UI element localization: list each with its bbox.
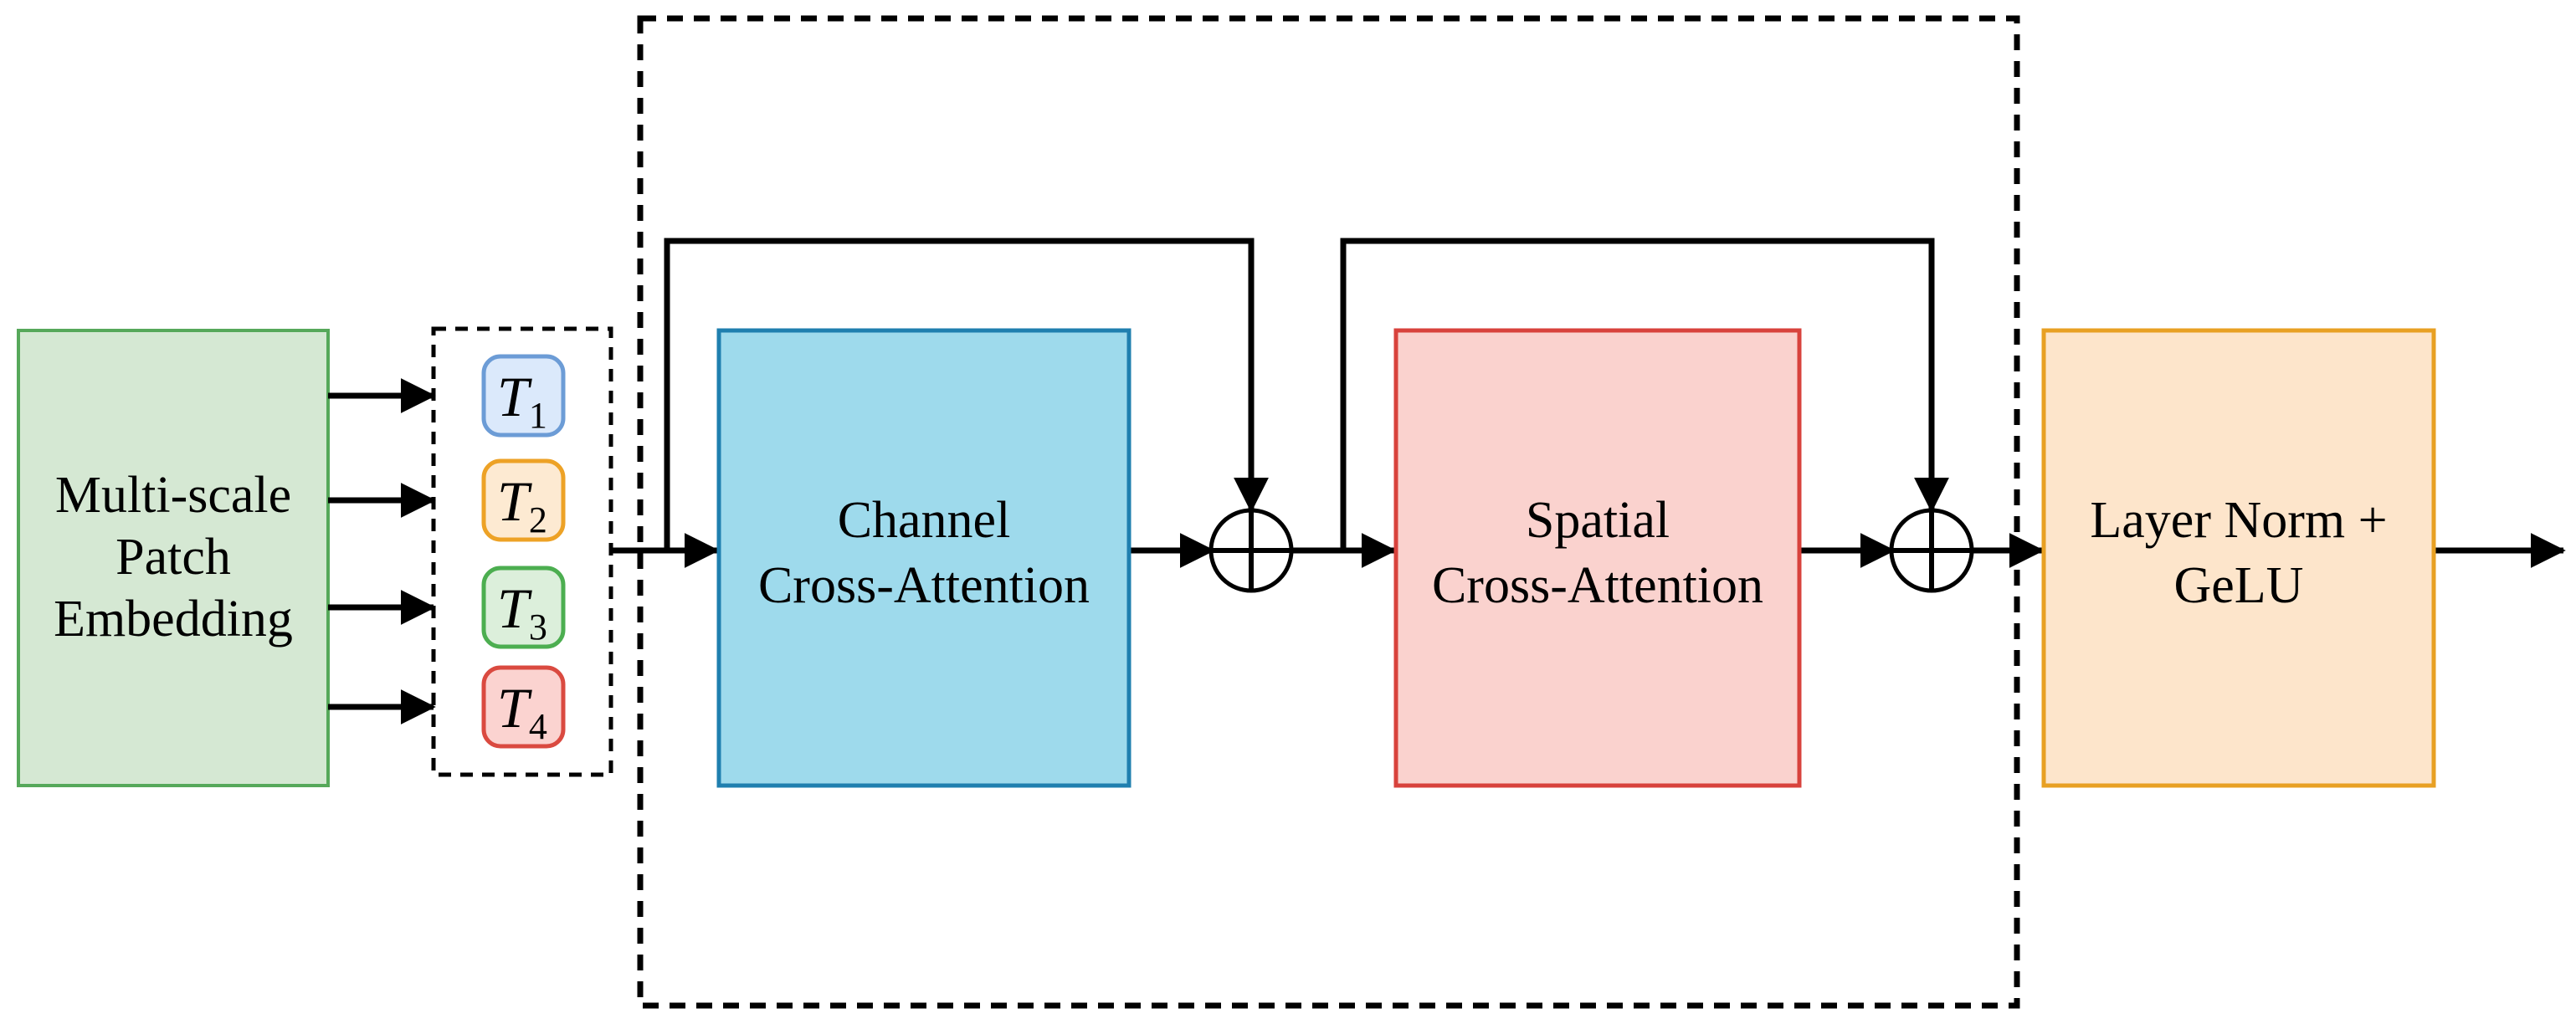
spatial-cross-attention-box [1393,328,1802,788]
layernorm-gelu-box [2041,328,2436,788]
spatial-label-line1: Spatial [1526,492,1670,549]
layernorm-label-line2: GeLU [2174,557,2304,614]
spatial-label-line2: Cross-Attention [1432,557,1763,614]
add-operator-2 plus-circle-icon [1889,508,1974,593]
embedding-block: Multi-scale Patch Embedding [17,329,330,787]
add-operator-1 plus-circle-icon [1208,508,1294,593]
channel-label-line1: Channel [838,492,1011,549]
transformer-block-dashed-border [637,15,2020,1009]
embedding-label-line1: Multi-scale [55,467,291,524]
channel-label-line2: Cross-Attention [758,557,1090,614]
token-t4-label: T4 [497,676,547,747]
token-t3-box [481,566,566,649]
channel-cross-attention-block: Channel Cross-Attention [716,328,1131,788]
token-t4-box [481,665,566,749]
token-t2-label: T2 [497,469,547,540]
embedding-box [17,329,330,787]
embedding-label-line3: Embedding [54,591,293,648]
token-t3-label: T3 [497,576,547,648]
channel-cross-attention-box [716,328,1131,788]
skip-connection-1 [664,238,1269,550]
embedding-label-line2: Patch [115,529,231,586]
token-t1-label: T1 [497,365,547,436]
token-t2-box [481,458,566,542]
layernorm-gelu-block: Layer Norm + GeLU [2041,328,2436,788]
token-t3: T3 [481,566,566,649]
token-t2: T2 [481,458,566,542]
token-t1-box [481,354,566,438]
spatial-cross-attention-block: Spatial Cross-Attention [1393,328,1802,788]
token-t1: T1 [481,354,566,438]
skip-connection-2 [1340,238,1949,550]
token-t4: T4 [481,665,566,749]
layernorm-label-line1: Layer Norm + [2090,492,2387,549]
